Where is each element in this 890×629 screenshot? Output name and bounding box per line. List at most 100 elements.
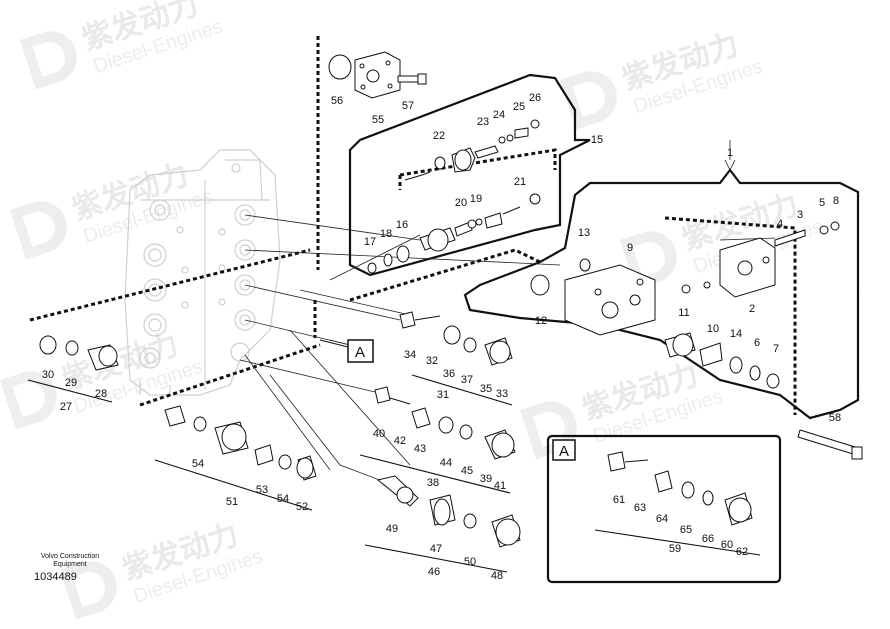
part-label: 30: [42, 369, 54, 381]
part-label: 58: [829, 412, 841, 424]
part-label: 50: [464, 556, 476, 568]
caption-line-2: Equipment: [53, 561, 87, 568]
part-label: 53: [256, 484, 268, 496]
valve-1-parts: [530, 221, 840, 389]
part-label: 40: [373, 428, 385, 440]
part-label: 47: [430, 543, 442, 555]
part-label: 60: [721, 539, 733, 551]
part-label: 49: [386, 523, 398, 535]
caption-line-1: Volvo Construction: [41, 553, 99, 560]
part-label: 52: [296, 501, 308, 513]
plug-8: [681, 284, 691, 294]
watermark-logo: 紫发动力 Diesel-Engines: [10, 157, 215, 260]
part-label: 61: [613, 494, 625, 506]
part-label: 44: [440, 457, 452, 469]
part-label: 34: [404, 349, 416, 361]
part-label: 38: [427, 477, 439, 489]
part-label: 15: [591, 134, 603, 146]
ring-5: [703, 281, 711, 289]
valve-assembly-31: [399, 311, 513, 366]
detail-box-label-a: A: [559, 443, 569, 460]
drawing-footer: Volvo Construction Equipment 1034489: [34, 553, 99, 583]
part-label: 28: [95, 388, 107, 400]
valve-assembly-38: [374, 386, 516, 460]
valve-assembly-51: [164, 405, 317, 481]
part-label: 51: [226, 496, 238, 508]
detail-marker-a: A: [355, 344, 365, 361]
seal-13: [579, 258, 591, 272]
valve-assembly-46: [376, 475, 521, 548]
part-label: 66: [702, 533, 714, 545]
part-label: 2: [749, 303, 755, 315]
part-label: 20: [455, 197, 467, 209]
part-label: 23: [477, 116, 489, 128]
detail-callout: A A: [319, 339, 576, 461]
part-label: 10: [707, 323, 719, 335]
part-label: 41: [494, 480, 506, 492]
o-ring-56: [328, 54, 352, 80]
leader-lines: [239, 139, 776, 483]
part-label: 46: [428, 566, 440, 578]
bolt-58: [797, 429, 863, 460]
part-label: 19: [470, 193, 482, 205]
part-label: 27: [60, 401, 72, 413]
part-label: 22: [433, 130, 445, 142]
part-label: 32: [426, 355, 438, 367]
cover-plate-assembly: [328, 51, 427, 99]
watermark-logo: 紫发动力 Diesel-Engines: [20, 0, 225, 90]
detail-a-parts: [607, 451, 753, 526]
part-label: 29: [65, 377, 77, 389]
part-label: 36: [443, 368, 455, 380]
part-label: 12: [535, 315, 547, 327]
part-label: 43: [414, 443, 426, 455]
part-label: 48: [491, 570, 503, 582]
main-valve-block: [124, 149, 281, 396]
watermark-logo: 紫发动力 Diesel-Engines: [60, 517, 265, 620]
plug-assembly-27: [39, 335, 119, 371]
part-label: 54: [192, 458, 204, 470]
part-label: 31: [437, 389, 449, 401]
part-label: 45: [461, 465, 473, 477]
spring-10: [699, 342, 723, 367]
part-label: 18: [380, 228, 392, 240]
bolt-57: [397, 75, 421, 83]
part-label: 9: [627, 242, 633, 254]
part-label: 1: [727, 147, 733, 159]
part-label: 26: [529, 92, 541, 104]
part-label: 17: [364, 236, 376, 248]
watermark-logo: 紫发动力 Diesel-Engines: [560, 27, 765, 130]
part-label: 13: [578, 227, 590, 239]
part-label: 42: [394, 435, 406, 447]
part-label: 39: [480, 473, 492, 485]
part-label: 55: [372, 114, 384, 126]
screw-3: [774, 229, 806, 247]
o-ring-12: [530, 274, 550, 296]
part-label: 24: [493, 109, 505, 121]
part-label: 54: [277, 493, 289, 505]
part-label: 57: [402, 100, 414, 112]
part-label: 25: [513, 101, 525, 113]
part-label: 64: [656, 513, 668, 525]
drawing-number: 1034489: [34, 571, 77, 583]
part-label: 62: [736, 546, 748, 558]
block-9: [564, 264, 656, 336]
part-label: 14: [730, 328, 742, 340]
watermark-logo: 紫发动力 Diesel-Engines: [520, 357, 725, 460]
relief-valve-15-parts: [367, 119, 541, 274]
part-label: 7: [773, 343, 779, 355]
part-label: 37: [461, 374, 473, 386]
group-brackets: [27, 374, 761, 573]
part-label: 8: [833, 195, 839, 207]
assembly-dashed-outlines: [29, 36, 797, 415]
part-label: 16: [396, 219, 408, 231]
part-label: 65: [680, 524, 692, 536]
part-label: 59: [669, 543, 681, 555]
part-label: 33: [496, 388, 508, 400]
part-label: 11: [678, 307, 689, 319]
part-label: 63: [634, 502, 646, 514]
part-number-labels: 1 2 3 4 5 6 7 8 9 10 11 12 13 14 15 16 1…: [42, 92, 841, 582]
part-label: 3: [797, 209, 803, 221]
part-label: 5: [819, 197, 825, 209]
